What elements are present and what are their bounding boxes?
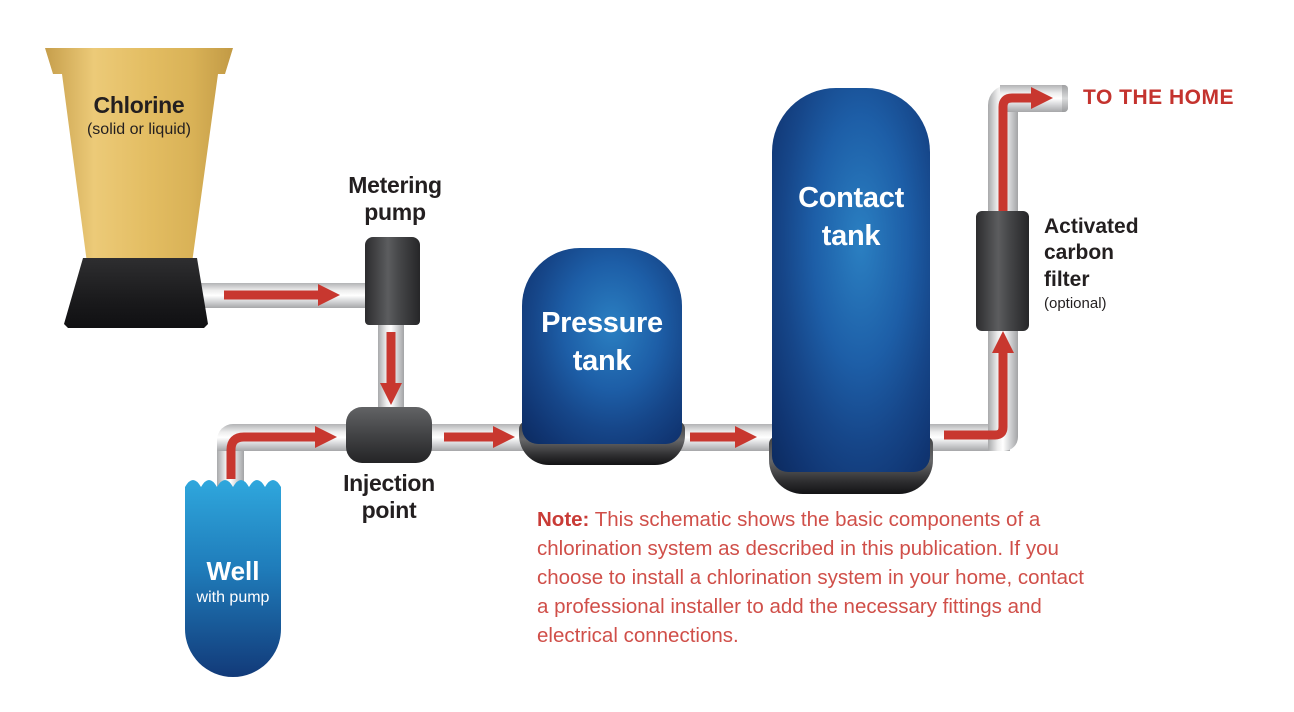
injection-point [346, 407, 432, 463]
note-body: This schematic shows the basic component… [537, 508, 1084, 647]
carbon-filter-label-line1: Activated [1044, 215, 1139, 238]
pressure-tank-label-line1: Pressure [541, 307, 663, 339]
metering-pump [365, 237, 420, 325]
arrowhead-injection-to-pressure [493, 426, 515, 448]
well-label: Well with pump [185, 557, 281, 607]
carbon-filter-subtitle: (optional) [1044, 295, 1107, 313]
injection-point-label-line1: Injection [343, 470, 435, 496]
well-shape [185, 480, 281, 677]
flow-arrow-contact-up [944, 352, 1008, 440]
arrowhead-contact-up [992, 331, 1014, 353]
well-subtitle: with pump [196, 588, 270, 606]
pressure-tank [522, 248, 682, 444]
chlorine-title: Chlorine [93, 92, 185, 118]
chlorine-subtitle: (solid or liquid) [86, 121, 192, 139]
flow-arrow-well-to-injection [226, 432, 315, 479]
injection-point-label-line2: point [361, 497, 417, 524]
carbon-filter-label-line3: filter [1044, 267, 1090, 291]
contact-tank [772, 88, 930, 472]
chlorine-hopper-base [64, 258, 208, 328]
pipe-opening-rim [1062, 85, 1068, 112]
metering-pump-label-line2: pump [364, 199, 426, 226]
note-prefix: Note: [537, 508, 590, 531]
well-water [185, 480, 281, 677]
pressure-tank-label-line2: tank [572, 344, 632, 377]
to-the-home-label: TO THE HOME [1083, 86, 1234, 109]
well-title: Well [206, 556, 260, 586]
contact-tank-label-line2: tank [821, 219, 881, 252]
chlorine-label: Chlorine (solid or liquid) [55, 92, 223, 140]
injection-point-label: Injection point [314, 470, 464, 524]
arrowhead-pump-down [380, 383, 402, 405]
arrowhead-filter-to-home [1031, 87, 1053, 109]
carbon-filter-label-line2: carbon [1044, 241, 1115, 265]
contact-tank-label: Contact tank [772, 180, 930, 255]
metering-pump-label-line1: Metering [348, 172, 442, 198]
note-text: Note: This schematic shows the basic com… [537, 506, 1099, 650]
flow-arrow-filter-to-home [998, 93, 1031, 216]
carbon-filter-label: Activated carbon filter (optional) [1044, 214, 1184, 312]
metering-pump-label: Metering pump [320, 172, 470, 226]
pressure-tank-label: Pressure tank [522, 305, 682, 380]
arrowhead-well-to-injection [315, 426, 337, 448]
arrowhead-hopper-to-pump [318, 284, 340, 306]
contact-tank-label-line1: Contact [798, 182, 904, 214]
arrowhead-pressure-to-contact [735, 426, 757, 448]
activated-carbon-filter [976, 211, 1029, 331]
